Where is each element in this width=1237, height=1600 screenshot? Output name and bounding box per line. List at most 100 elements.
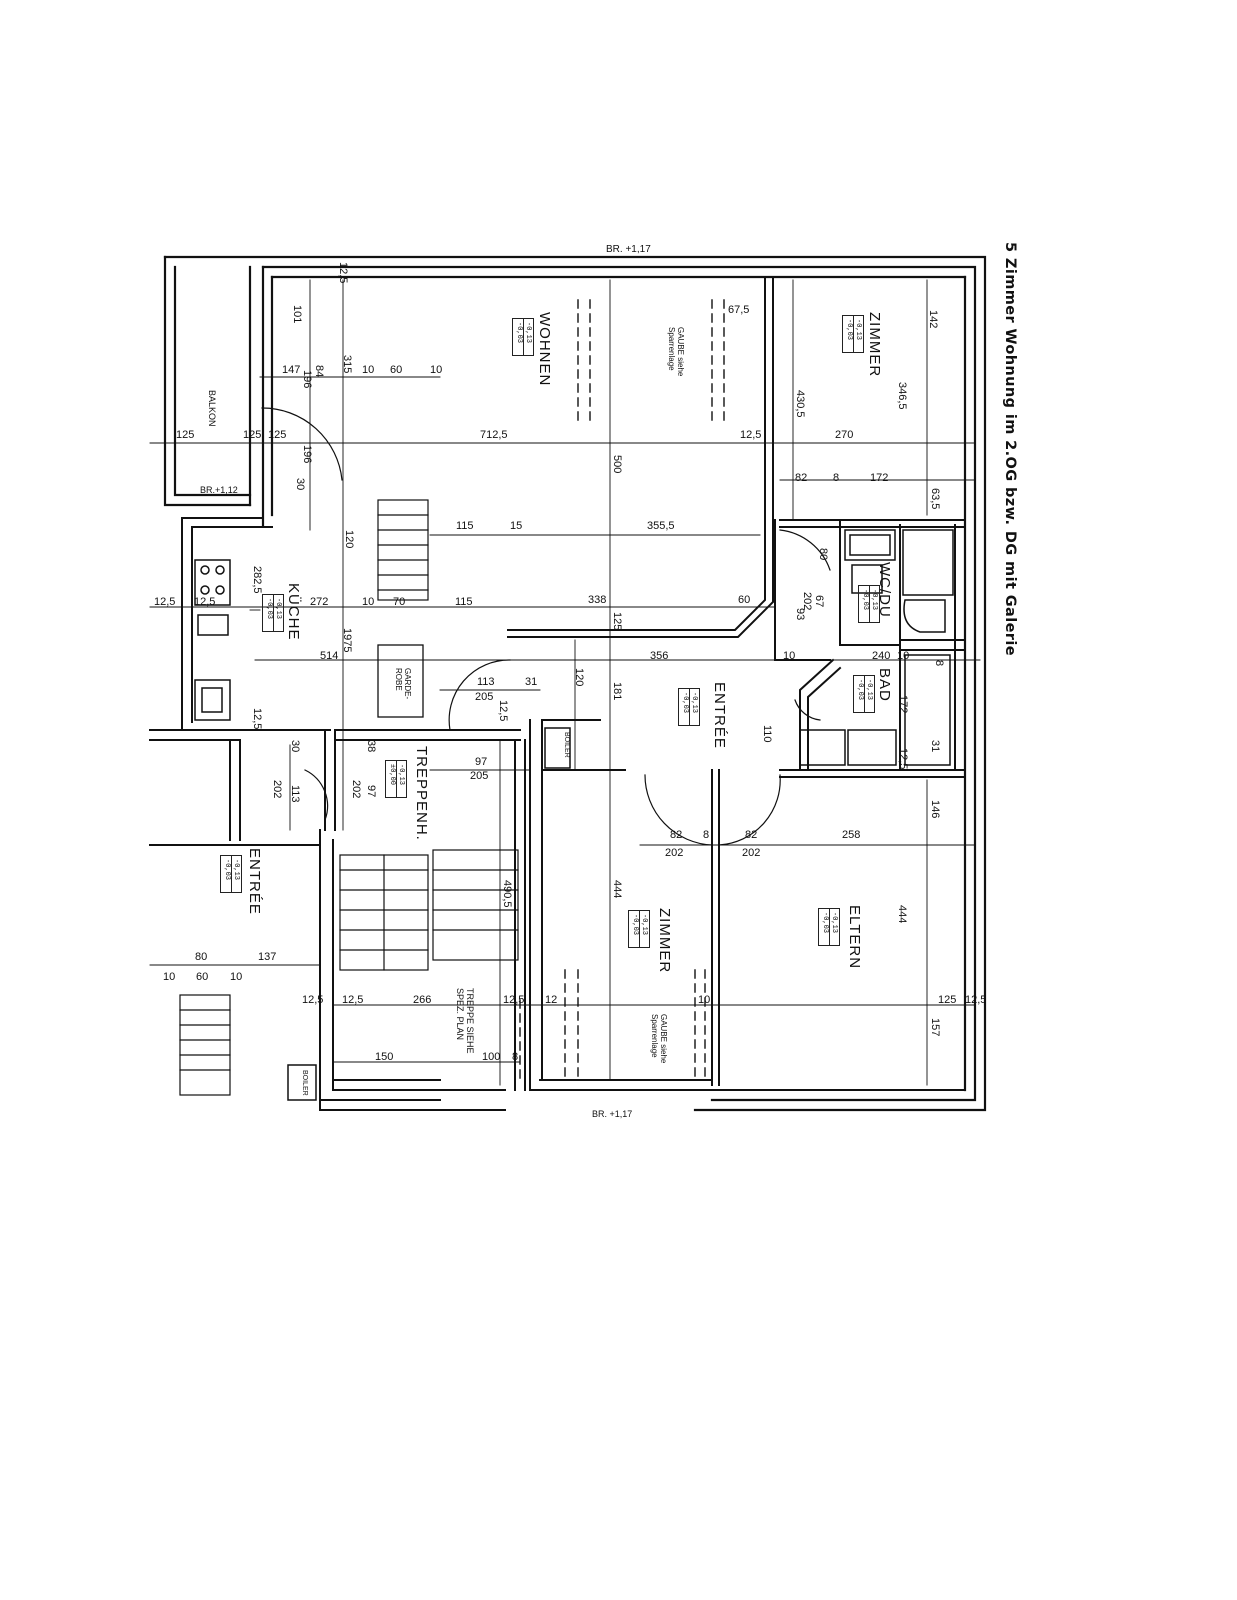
room-label-zimmer-mid: ZIMMER	[656, 908, 673, 974]
level-box-treppenh: ±0,00-0,13	[385, 760, 407, 798]
dim-label: 84	[313, 365, 325, 378]
dim-label: 147	[282, 364, 301, 376]
dim-label: 8	[833, 472, 840, 484]
dim-label: 157	[929, 1018, 941, 1037]
dim-label: 60	[196, 971, 209, 983]
room-label-zimmer-top: ZIMMER	[866, 312, 883, 378]
dim-label: 115	[456, 520, 474, 532]
dim-label: 10	[163, 971, 176, 983]
note-boiler-2: BOILER	[301, 1070, 308, 1096]
note-gaube-bottom: GAUBE siehe Sparrenlage	[649, 1014, 668, 1064]
dim-label: 10	[698, 994, 711, 1006]
dim-label: 172	[897, 695, 909, 714]
dim-label: 15	[510, 520, 523, 532]
dim-label: 12,5	[342, 994, 364, 1006]
dim-label: 82	[795, 472, 808, 484]
dim-label: 63,5	[929, 488, 941, 510]
dim-label: 514	[320, 650, 339, 662]
dim-label: 12,5	[497, 700, 509, 722]
dim-label: 196	[301, 370, 313, 389]
dim-label: 12,5	[154, 596, 176, 608]
dim-label: 67,5	[728, 304, 750, 316]
dim-label: 10	[230, 971, 243, 983]
dim-label: 258	[842, 829, 861, 841]
dim-label: 70	[393, 596, 406, 608]
dim-label: 97	[365, 785, 377, 798]
dim-label: 125	[176, 429, 195, 441]
fixtures	[194, 529, 954, 1101]
dim-label: 196	[301, 445, 313, 464]
level-box-eltern: -0,03-0,13	[818, 908, 840, 946]
dim-label: 8	[512, 1051, 519, 1063]
room-label-kueche: KÜCHE	[285, 583, 302, 641]
dim-label: 202	[742, 847, 761, 859]
stairs	[179, 499, 519, 1096]
dim-label: 80	[195, 951, 208, 963]
dim-label: 355,5	[647, 520, 675, 532]
dim-label: 10	[362, 364, 375, 376]
room-label-entree-left: ENTRÉE	[246, 848, 263, 915]
dim-label: 110	[761, 725, 773, 743]
dim-label: 38	[365, 740, 377, 753]
dim-label: 80	[817, 548, 829, 561]
dim-label: 338	[588, 594, 607, 606]
dim-label: 120	[573, 668, 585, 687]
dormer-lines	[519, 299, 725, 1081]
dim-label: 346,5	[896, 382, 908, 410]
note-gaube-top: GAUBE siehe Sparrenlage	[666, 327, 685, 377]
dim-label: 113	[477, 676, 495, 688]
room-label-treppenh: TREPPENH.	[413, 746, 430, 841]
dim-label: 12,5	[337, 262, 349, 284]
note-boiler-1: BOILER	[563, 732, 570, 758]
dim-label: 12,5	[251, 708, 263, 730]
level-box-zimmer-mid: -0,03-0,13	[628, 910, 650, 948]
dim-label: 12,5	[194, 596, 216, 608]
dim-label: 272	[310, 596, 329, 608]
dim-label: 125	[243, 429, 262, 441]
level-box-wohnen: -0,03-0,13	[512, 318, 534, 356]
room-label-bad: BAD	[876, 668, 893, 702]
dim-label: 30	[289, 740, 301, 753]
dim-label: 12,5	[740, 429, 762, 441]
dim-label: 500	[611, 455, 623, 474]
dim-label: 125	[268, 429, 287, 441]
exterior-walls	[163, 255, 987, 1112]
plan-title: 5 Zimmer Wohnung im 2.OG bzw. DG mit Gal…	[1002, 242, 1018, 656]
dim-label: 125	[611, 612, 623, 631]
dim-label: 1975	[341, 628, 353, 653]
level-box-wcdu: -0,03-0,13	[858, 585, 880, 623]
dim-label: 31	[929, 740, 941, 753]
dim-label: 146	[929, 800, 941, 819]
dimension-lines	[149, 279, 981, 1086]
room-label-entree-main: ENTRÉE	[711, 682, 728, 749]
dim-label: 12,5	[897, 748, 909, 770]
dim-label: 31	[525, 676, 538, 688]
dim-label: 172	[870, 472, 889, 484]
dim-label: 12,5	[302, 994, 324, 1006]
dim-label: 12,5	[503, 994, 525, 1006]
brh-balkon: BR.+1,12	[200, 485, 238, 495]
room-label-eltern: ELTERN	[846, 905, 863, 970]
dim-label: 266	[413, 994, 432, 1006]
dim-label: 97	[475, 756, 488, 768]
dim-label: 125	[938, 994, 957, 1006]
dim-label: 444	[896, 905, 908, 924]
dim-label: 67	[813, 595, 825, 608]
garderobe	[377, 644, 424, 718]
bottom-walls	[319, 1079, 966, 1111]
room-label-balkon: BALKON	[207, 390, 217, 427]
dim-label: 60	[390, 364, 403, 376]
dim-label: 356	[650, 650, 669, 662]
dim-label: 93	[794, 608, 806, 621]
dim-label: 240	[872, 650, 891, 662]
room-label-garderobe: GARDE- ROBE	[393, 668, 412, 700]
dim-label: 150	[375, 1051, 394, 1063]
dim-label: 115	[455, 596, 473, 608]
dim-label: 181	[611, 682, 623, 701]
dim-label: 10	[430, 364, 443, 376]
dim-label: 315	[341, 355, 353, 374]
dim-label: 60	[738, 594, 751, 606]
dim-label: 82	[670, 829, 683, 841]
dim-label: 282,5	[251, 566, 263, 594]
dim-label: 712,5	[480, 429, 508, 441]
